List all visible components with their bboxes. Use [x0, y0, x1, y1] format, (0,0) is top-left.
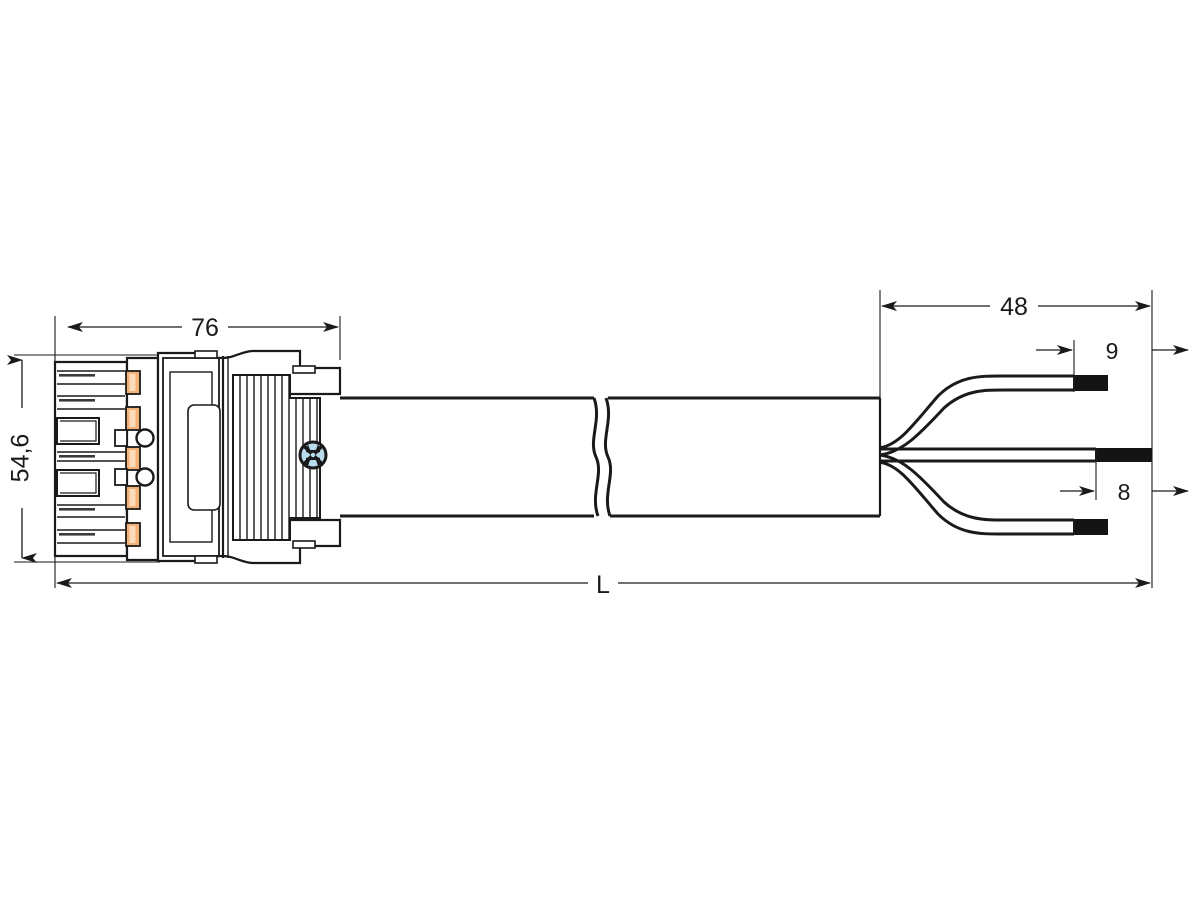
strain-relief-ribs: [232, 374, 321, 541]
dimension-label-8: 8: [1118, 479, 1131, 505]
fixing-screw: [298, 440, 328, 470]
dimension-76: 76: [67, 314, 339, 342]
dimension-label-54-6: 54,6: [7, 434, 35, 483]
dimension-54-6: 54,6: [7, 355, 37, 563]
keying-square-features: [114, 429, 128, 486]
dimension-label-9: 9: [1106, 338, 1119, 364]
dimension-label-L: L: [596, 571, 610, 599]
dimension-48: 48: [881, 293, 1151, 321]
fanned-conductors: [879, 374, 1152, 536]
dimension-9: 9: [1036, 338, 1189, 364]
conductor-lower: [879, 453, 1108, 536]
dimension-8: 8: [1060, 479, 1189, 505]
contact-pins-orange: [125, 370, 141, 547]
sheathed-cable: [340, 396, 882, 518]
dimension-label-76: 76: [191, 314, 219, 342]
connector-contact-block: [53, 360, 129, 558]
conductor-middle: [880, 447, 1152, 463]
plug-connector: [53, 349, 342, 565]
latch-circle-features: [135, 428, 155, 487]
dimension-label-48: 48: [1000, 293, 1028, 321]
dimension-L: L: [56, 571, 1151, 599]
conductor-upper: [879, 374, 1108, 457]
